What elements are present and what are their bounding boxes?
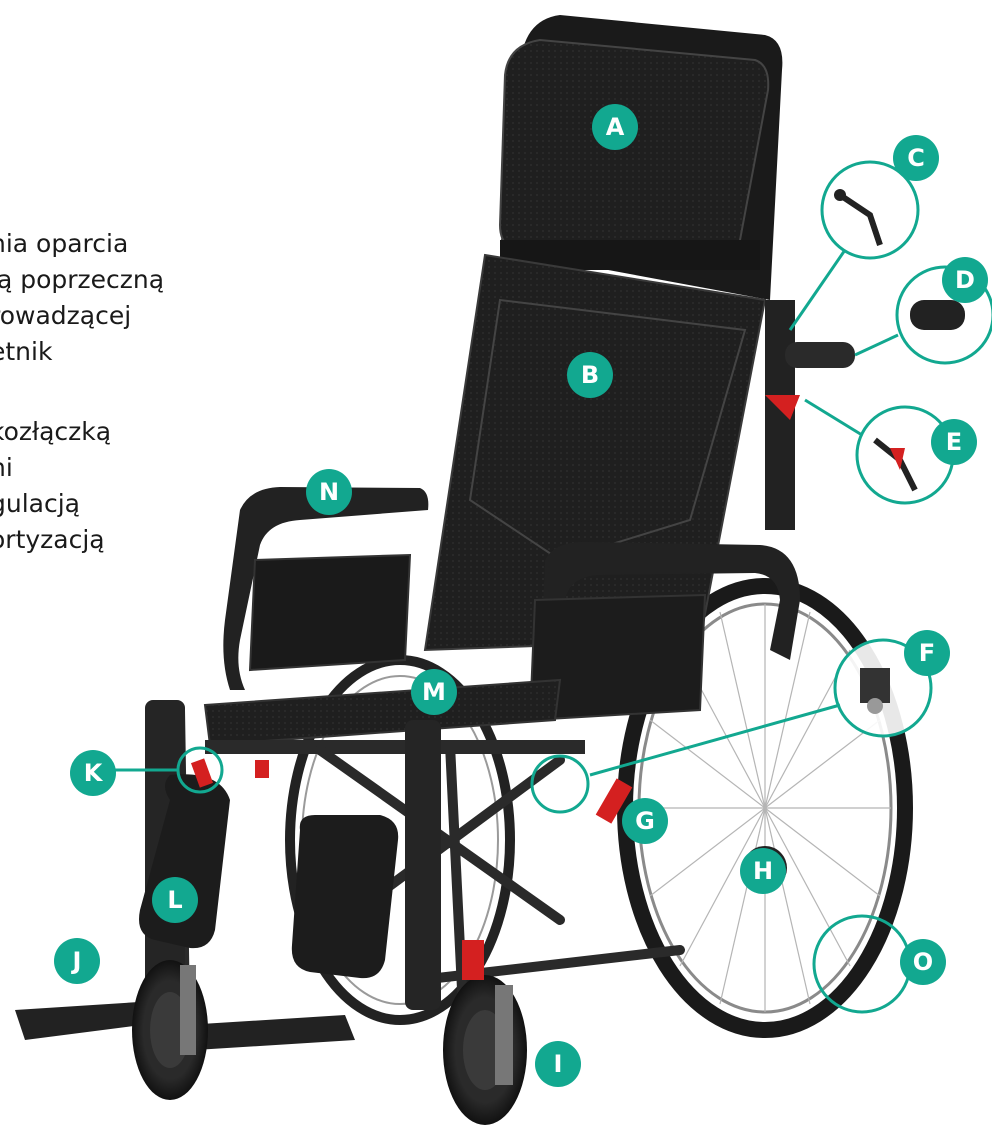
marker-j: J xyxy=(54,938,100,984)
marker-a: A xyxy=(592,104,638,150)
marker-o: O xyxy=(900,939,946,985)
marker-g: G xyxy=(622,798,668,844)
marker-c: C xyxy=(893,135,939,181)
marker-i: I xyxy=(535,1041,581,1087)
marker-n: N xyxy=(306,469,352,515)
marker-k: K xyxy=(70,750,116,796)
marker-e: E xyxy=(931,419,977,465)
marker-f: F xyxy=(904,630,950,676)
marker-m: M xyxy=(411,669,457,715)
marker-b: B xyxy=(567,352,613,398)
marker-h: H xyxy=(740,848,786,894)
marker-l: L xyxy=(152,877,198,923)
marker-d: D xyxy=(942,257,988,303)
